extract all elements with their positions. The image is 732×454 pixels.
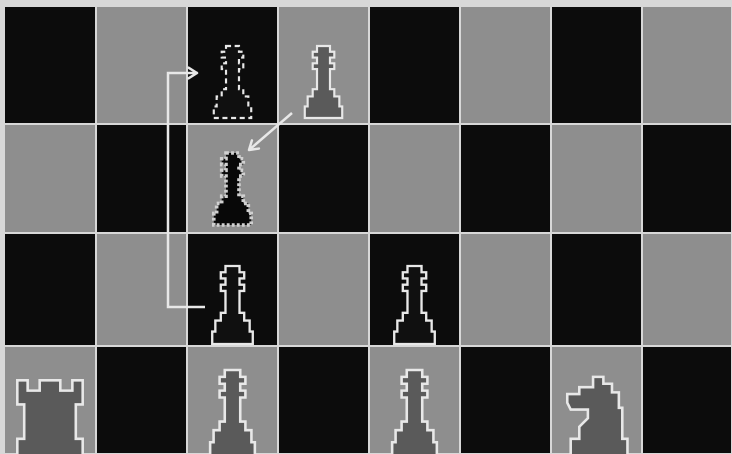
square-light <box>552 125 641 232</box>
square-light <box>461 7 550 123</box>
square-light <box>5 125 95 232</box>
square-dark <box>279 347 368 453</box>
square-dark <box>643 347 731 453</box>
square-dark <box>552 234 641 345</box>
square-dark <box>5 234 95 345</box>
square-dark <box>279 125 368 232</box>
square-dark <box>370 7 459 123</box>
square-light <box>643 7 731 123</box>
square-light <box>279 234 368 345</box>
square-dark <box>97 125 186 232</box>
square-dark <box>643 125 731 232</box>
square-light <box>461 234 550 345</box>
square-dark <box>461 347 550 453</box>
square-light <box>97 234 186 345</box>
square-light <box>97 7 186 123</box>
square-light <box>643 234 731 345</box>
rook-white-icon <box>17 380 82 454</box>
square-dark <box>461 125 550 232</box>
square-dark <box>97 347 186 453</box>
square-light <box>370 125 459 232</box>
square-dark <box>5 7 95 123</box>
square-dark <box>552 7 641 123</box>
